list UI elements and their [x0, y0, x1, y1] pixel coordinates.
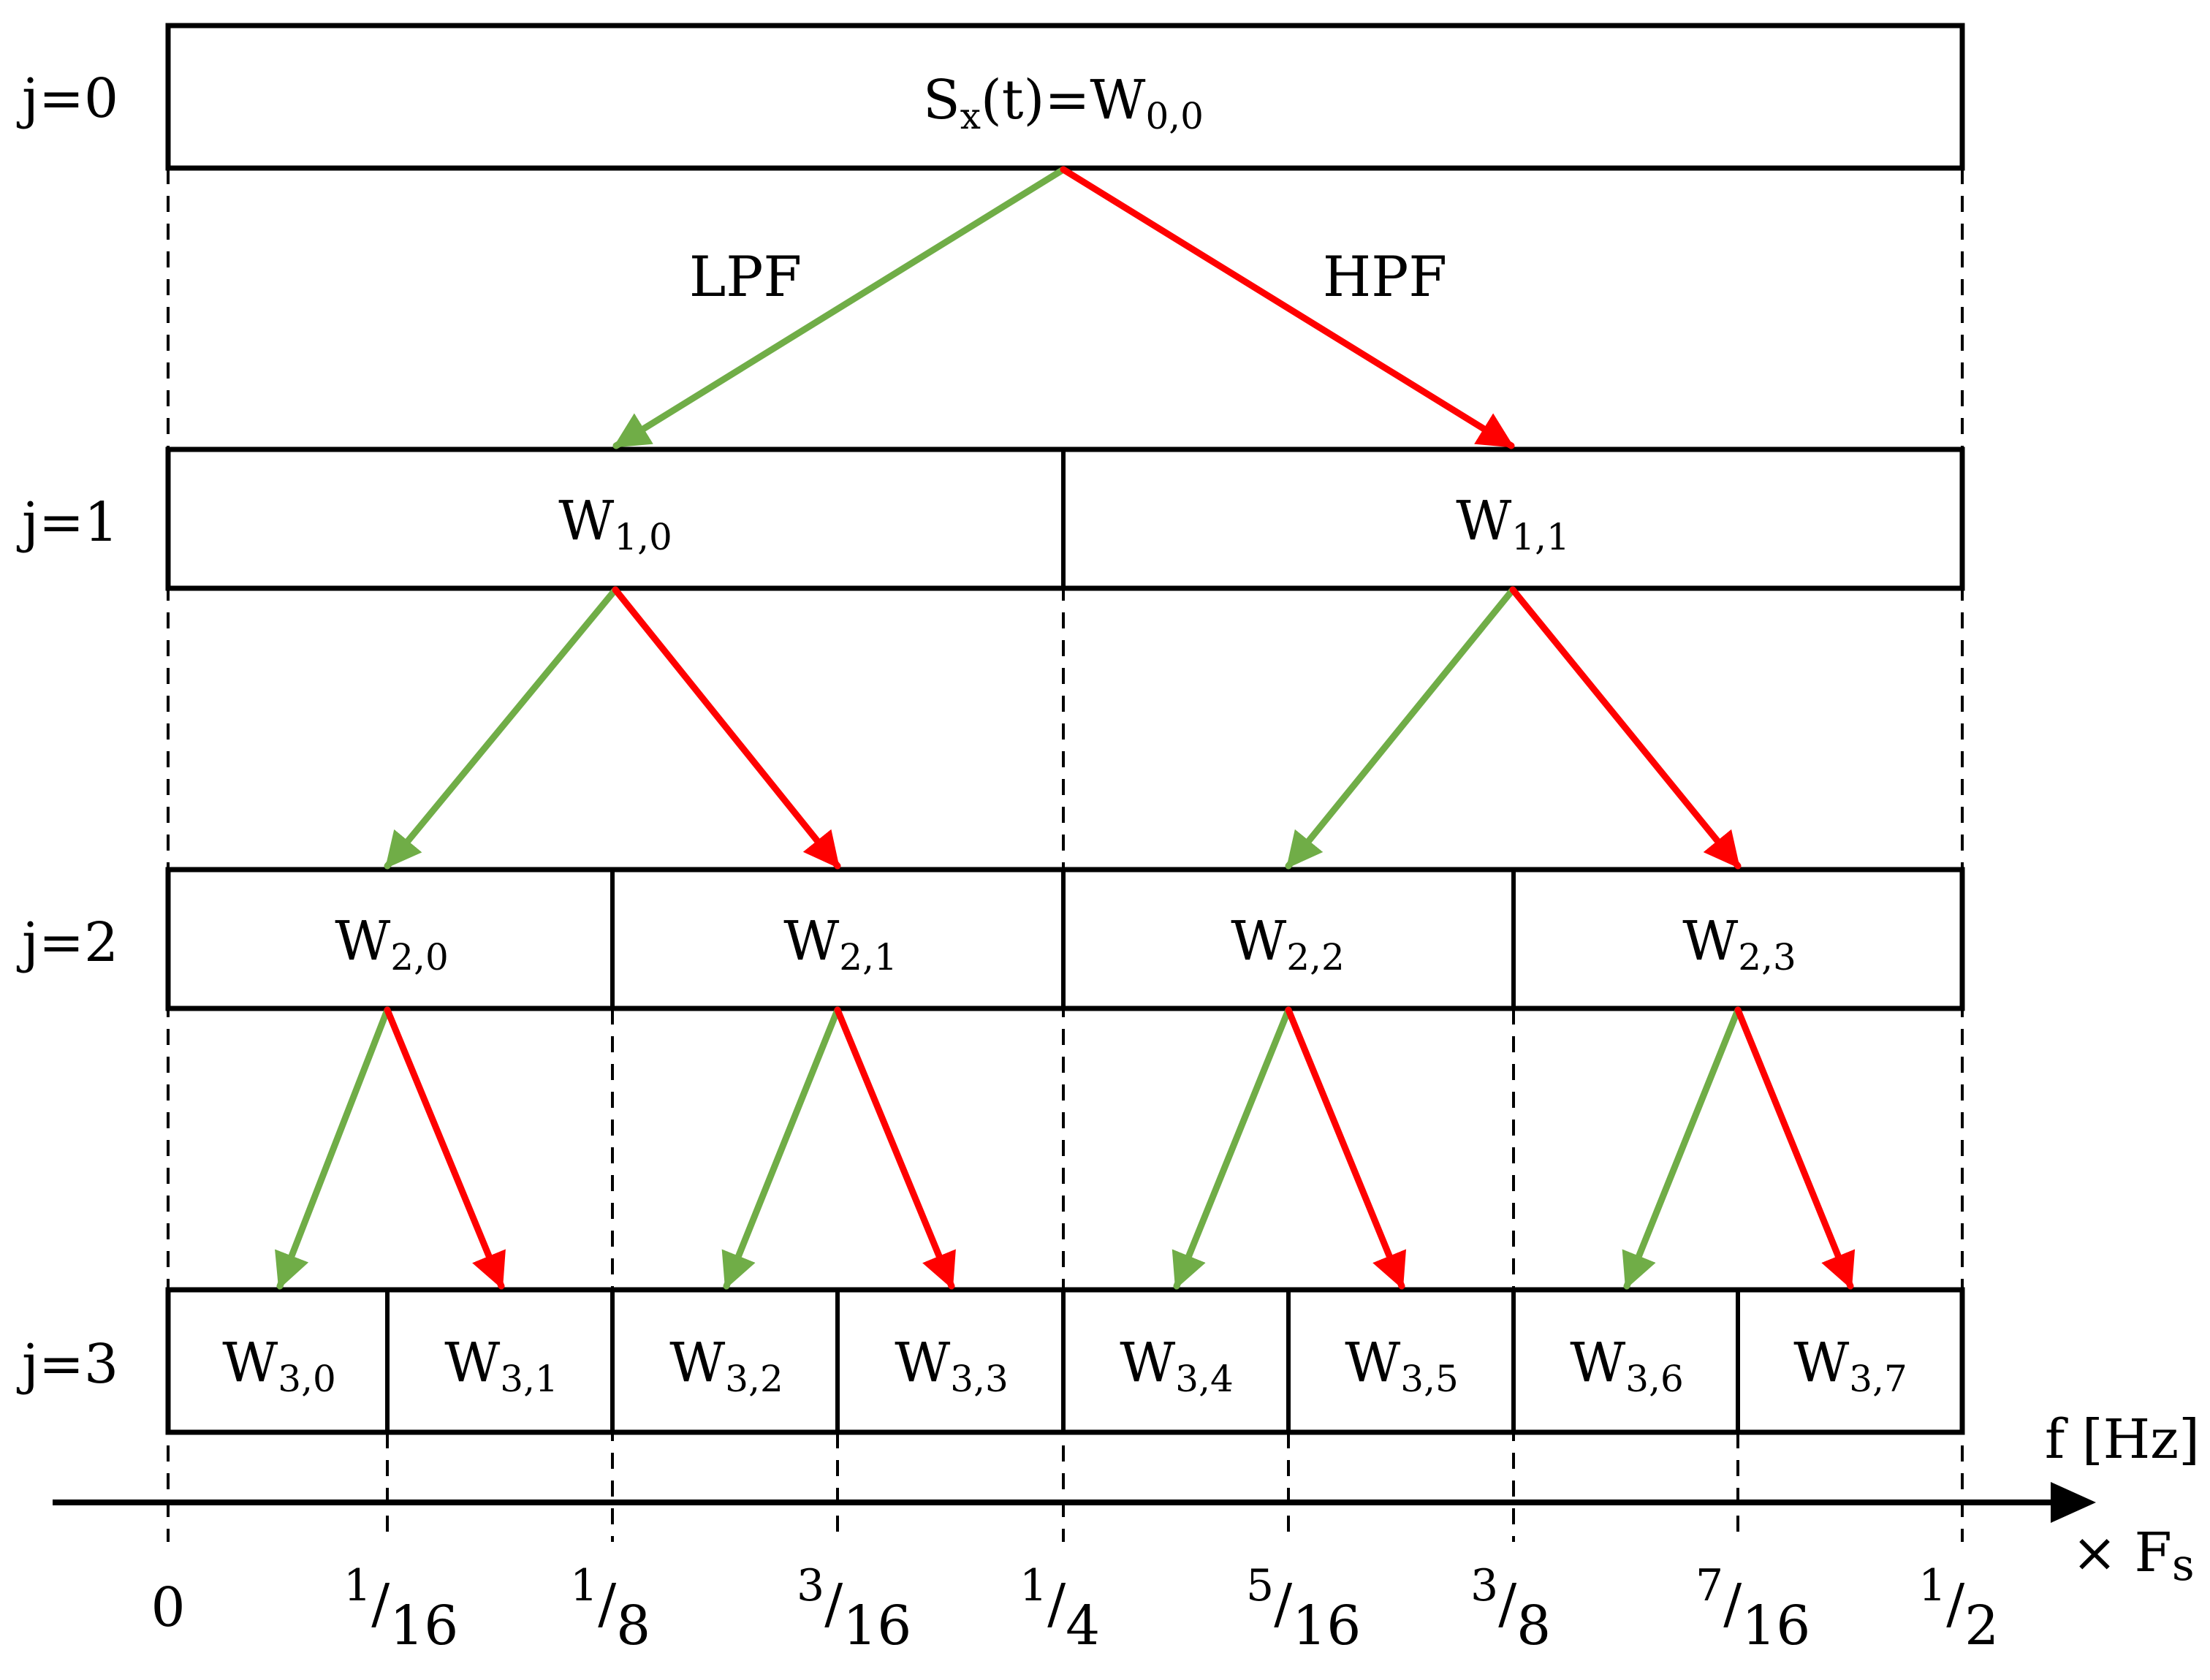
node-w36-label: W3,6 — [1570, 1331, 1684, 1400]
node-w33-label: W3,3 — [895, 1331, 1009, 1400]
node-w22-label: W2,2 — [1231, 910, 1345, 978]
tick-7-16: 7/16 — [1696, 1560, 1810, 1657]
tick-3-8: 3/8 — [1470, 1560, 1551, 1657]
hpf-arrow-w22 — [1285, 1006, 1406, 1290]
hpf-arrow-w21 — [834, 1006, 956, 1290]
lpf-arrow-w10 — [384, 586, 619, 870]
lpf-arrow-w00 — [612, 166, 1067, 449]
tick-1-2: 1/2 — [1918, 1560, 1999, 1657]
tick-1-4: 1/4 — [1019, 1560, 1100, 1657]
node-w00-box — [165, 23, 1965, 171]
axis-label: f [Hz] — [2045, 1408, 2200, 1471]
node-w30-label: W3,0 — [222, 1331, 336, 1400]
node-w20-label: W2,0 — [335, 910, 449, 978]
root-sub: 0,0 — [1145, 95, 1204, 137]
tick-5-16: 5/16 — [1246, 1560, 1361, 1657]
node-w35-label: W3,5 — [1345, 1331, 1459, 1400]
hpf-arrow-w20 — [384, 1006, 506, 1290]
node-w23-label: W2,3 — [1682, 910, 1796, 978]
root-mid: (t)=W — [981, 69, 1146, 132]
lpf-arrow-w22 — [1172, 1006, 1292, 1290]
lpf-arrow-w20 — [275, 1006, 391, 1290]
tick-3-16: 3/16 — [797, 1560, 911, 1657]
level-label-j2: j=2 — [16, 911, 118, 974]
level-label-j1: j=1 — [16, 491, 118, 554]
node-w37-label: W3,7 — [1793, 1331, 1907, 1400]
node-w31-label: W3,1 — [444, 1331, 558, 1400]
lpf-arrow-w11 — [1285, 586, 1516, 870]
node-w21-label: W2,1 — [783, 910, 897, 978]
root-lhs: S — [923, 69, 960, 132]
level-label-j0: j=0 — [16, 67, 118, 130]
axis-scale: × Fs — [2072, 1521, 2195, 1591]
tick-0: 0 — [151, 1576, 185, 1639]
node-w34-label: W3,4 — [1120, 1331, 1234, 1400]
node-w10-label: W1,0 — [558, 490, 672, 558]
hpf-arrow-w00 — [1060, 166, 1515, 449]
lpf-arrow-w23 — [1622, 1006, 1742, 1290]
node-w11-label: W1,1 — [1456, 490, 1570, 558]
hpf-arrow-w10 — [612, 586, 841, 870]
tick-1-8: 1/8 — [570, 1560, 650, 1657]
hpf-label: HPF — [1323, 244, 1447, 309]
tick-labels: 0 1/16 1/8 3/16 1/4 5/16 3/8 7/16 1/2 — [151, 1560, 1999, 1657]
hpf-arrow-w11 — [1509, 586, 1742, 870]
frequency-axis-arrowhead — [2051, 1482, 2096, 1523]
level-label-j3: j=3 — [16, 1333, 118, 1396]
lpf-arrow-w21 — [721, 1006, 841, 1290]
decomposition-arrows — [275, 166, 1856, 1290]
root-lhs-sub: x — [960, 95, 981, 137]
node-w32-label: W3,2 — [669, 1331, 783, 1400]
lpf-label: LPF — [689, 244, 802, 309]
node-w00-label: Sx(t)=W0,0 — [923, 69, 1204, 137]
tick-1-16: 1/16 — [343, 1560, 458, 1657]
hpf-arrow-w23 — [1734, 1006, 1856, 1290]
